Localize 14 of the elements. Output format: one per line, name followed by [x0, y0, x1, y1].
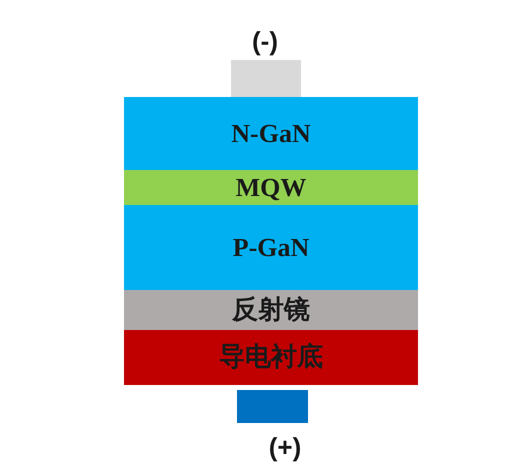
- layer-label: N-GaN: [231, 118, 311, 150]
- top-electrode: [231, 60, 301, 97]
- layer-label: 导电衬底: [219, 341, 323, 374]
- layer-label: MQW: [236, 172, 306, 204]
- p-gan-layer: [124, 205, 418, 290]
- layer-label: 反射镜: [232, 294, 310, 326]
- mqw-layer: [124, 170, 418, 205]
- polarity-label: (+): [268, 431, 302, 464]
- substrate-layer: [124, 330, 418, 385]
- bottom-electrode: [237, 390, 308, 423]
- mirror-layer: [124, 290, 418, 330]
- polarity-label: (-): [251, 25, 279, 58]
- layer-label: P-GaN: [232, 232, 310, 264]
- n-gan-layer: [124, 97, 418, 170]
